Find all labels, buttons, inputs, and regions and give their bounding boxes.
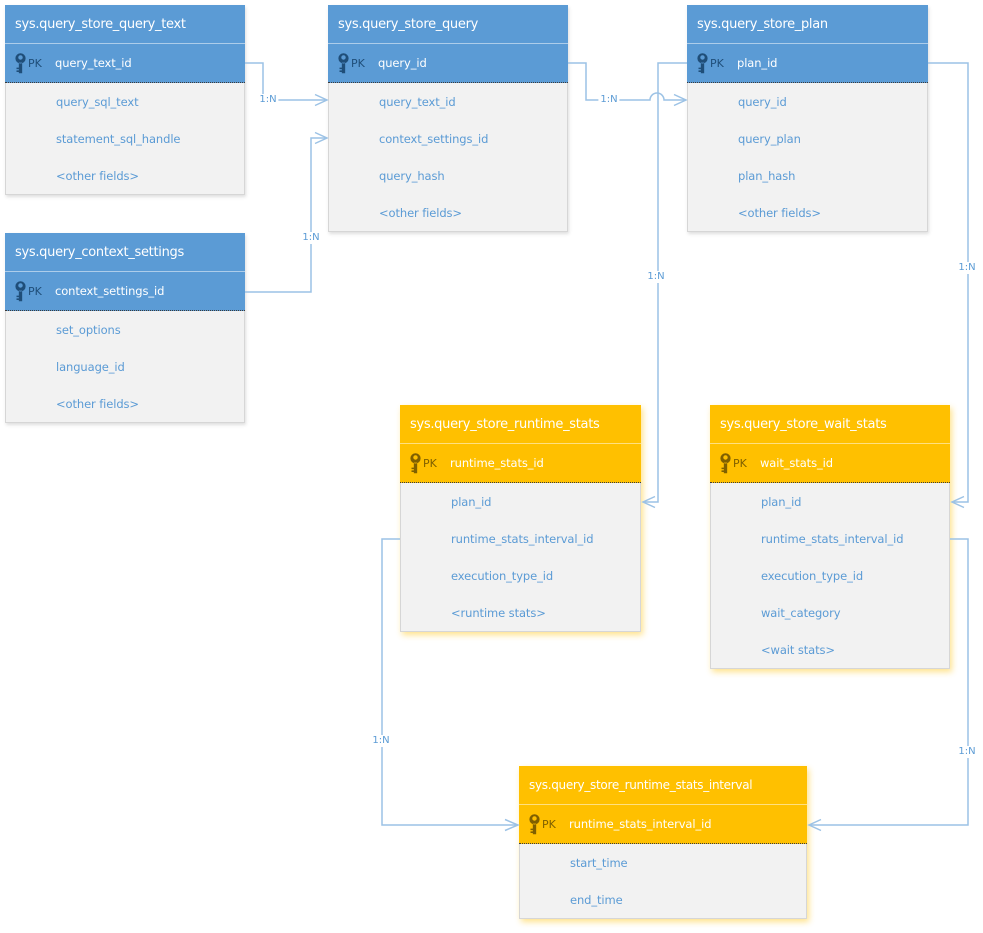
- pk-badge: PK: [733, 456, 747, 470]
- entity-query-store-wait-stats[interactable]: sys.query_store_wait_stats PK wait_stats…: [710, 405, 950, 669]
- entity-title: sys.query_store_runtime_stats: [400, 405, 641, 444]
- field-row: end_time: [570, 892, 623, 907]
- field-row: plan_id: [451, 494, 492, 509]
- arrowhead-icon: [673, 93, 688, 107]
- entity-title: sys.query_store_wait_stats: [710, 405, 950, 444]
- cardinality-label: 1:N: [370, 735, 392, 747]
- field-list: query_text_id context_settings_id query_…: [328, 83, 568, 232]
- field-list: set_options language_id <other fields>: [5, 311, 245, 423]
- arrowhead-icon: [641, 495, 656, 509]
- field-list: start_time end_time: [519, 844, 807, 919]
- entity-title: sys.query_store_query: [328, 5, 568, 44]
- field-row: <other fields>: [738, 205, 821, 220]
- field-list: plan_id runtime_stats_interval_id execut…: [400, 483, 641, 632]
- cardinality-label: 1:N: [956, 746, 978, 758]
- cardinality-label: 1:N: [956, 262, 978, 274]
- pk-row: PK runtime_stats_id: [400, 444, 641, 483]
- pk-badge: PK: [710, 56, 724, 70]
- field-row: statement_sql_handle: [56, 131, 181, 146]
- key-icon: [15, 52, 26, 73]
- field-row: plan_id: [761, 494, 802, 509]
- pk-row: PK query_id: [328, 44, 568, 83]
- cardinality-label: 1:N: [598, 94, 620, 106]
- field-row: <other fields>: [56, 396, 139, 411]
- field-row: language_id: [56, 359, 125, 374]
- field-row: query_id: [738, 94, 787, 109]
- pk-field-name: context_settings_id: [55, 284, 165, 298]
- arrowhead-icon: [504, 818, 520, 832]
- key-icon: [529, 813, 540, 834]
- cardinality-label: 1:N: [645, 271, 667, 283]
- entity-query-context-settings[interactable]: sys.query_context_settings PK context_se…: [5, 233, 245, 423]
- field-row: start_time: [570, 855, 628, 870]
- field-row: <wait stats>: [761, 642, 835, 657]
- pk-field-name: runtime_stats_id: [450, 456, 544, 470]
- pk-badge: PK: [28, 56, 42, 70]
- entity-title: sys.query_store_query_text: [5, 5, 245, 44]
- field-row: runtime_stats_interval_id: [451, 531, 594, 546]
- entity-title: sys.query_context_settings: [5, 233, 245, 272]
- pk-row: PK wait_stats_id: [710, 444, 950, 483]
- field-row: plan_hash: [738, 168, 796, 183]
- field-row: wait_category: [761, 605, 841, 620]
- arrowhead-icon: [807, 818, 822, 832]
- pk-row: PK plan_id: [687, 44, 928, 83]
- pk-badge: PK: [28, 284, 42, 298]
- connector-context-settings-to-query: [245, 137, 326, 293]
- entity-query-store-query[interactable]: sys.query_store_query PK query_id query_…: [328, 5, 568, 232]
- arrowhead-icon: [950, 495, 965, 509]
- entity-query-store-runtime-stats-interval[interactable]: sys.query_store_runtime_stats_interval P…: [519, 766, 807, 919]
- cardinality-label: 1:N: [257, 94, 279, 106]
- connector-query-to-plan: [568, 62, 685, 101]
- entity-title: sys.query_store_runtime_stats_interval: [519, 766, 807, 805]
- arrowhead-icon: [314, 93, 329, 107]
- pk-field-name: wait_stats_id: [760, 456, 833, 470]
- pk-row: PK runtime_stats_interval_id: [519, 805, 807, 844]
- pk-field-name: query_text_id: [55, 56, 132, 70]
- arrowhead-icon: [314, 131, 329, 145]
- pk-field-name: runtime_stats_interval_id: [569, 817, 712, 831]
- key-icon: [338, 52, 349, 73]
- key-icon: [15, 280, 26, 301]
- pk-field-name: query_id: [378, 56, 427, 70]
- pk-row: PK query_text_id: [5, 44, 245, 83]
- entity-query-store-plan[interactable]: sys.query_store_plan PK plan_id query_id…: [687, 5, 928, 232]
- field-row: <other fields>: [56, 168, 139, 183]
- pk-badge: PK: [542, 817, 556, 831]
- field-list: query_id query_plan plan_hash <other fie…: [687, 83, 928, 232]
- field-row: query_text_id: [379, 94, 456, 109]
- pk-field-name: plan_id: [737, 56, 778, 70]
- field-row: set_options: [56, 322, 121, 337]
- field-row: execution_type_id: [451, 568, 554, 583]
- cardinality-label: 1:N: [300, 232, 322, 244]
- field-row: context_settings_id: [379, 131, 489, 146]
- entity-title: sys.query_store_plan: [687, 5, 928, 44]
- field-row: execution_type_id: [761, 568, 864, 583]
- field-list: query_sql_text statement_sql_handle <oth…: [5, 83, 245, 195]
- key-icon: [720, 452, 731, 473]
- entity-query-store-query-text[interactable]: sys.query_store_query_text PK query_text…: [5, 5, 245, 195]
- field-list: plan_id runtime_stats_interval_id execut…: [710, 483, 950, 669]
- field-row: query_hash: [379, 168, 445, 183]
- pk-badge: PK: [351, 56, 365, 70]
- key-icon: [410, 452, 421, 473]
- field-row: runtime_stats_interval_id: [761, 531, 904, 546]
- pk-row: PK context_settings_id: [5, 272, 245, 311]
- field-row: query_sql_text: [56, 94, 139, 109]
- key-icon: [697, 52, 708, 73]
- field-row: query_plan: [738, 131, 801, 146]
- field-row: <runtime stats>: [451, 605, 546, 620]
- entity-query-store-runtime-stats[interactable]: sys.query_store_runtime_stats PK runtime…: [400, 405, 641, 632]
- pk-badge: PK: [423, 456, 437, 470]
- field-row: <other fields>: [379, 205, 462, 220]
